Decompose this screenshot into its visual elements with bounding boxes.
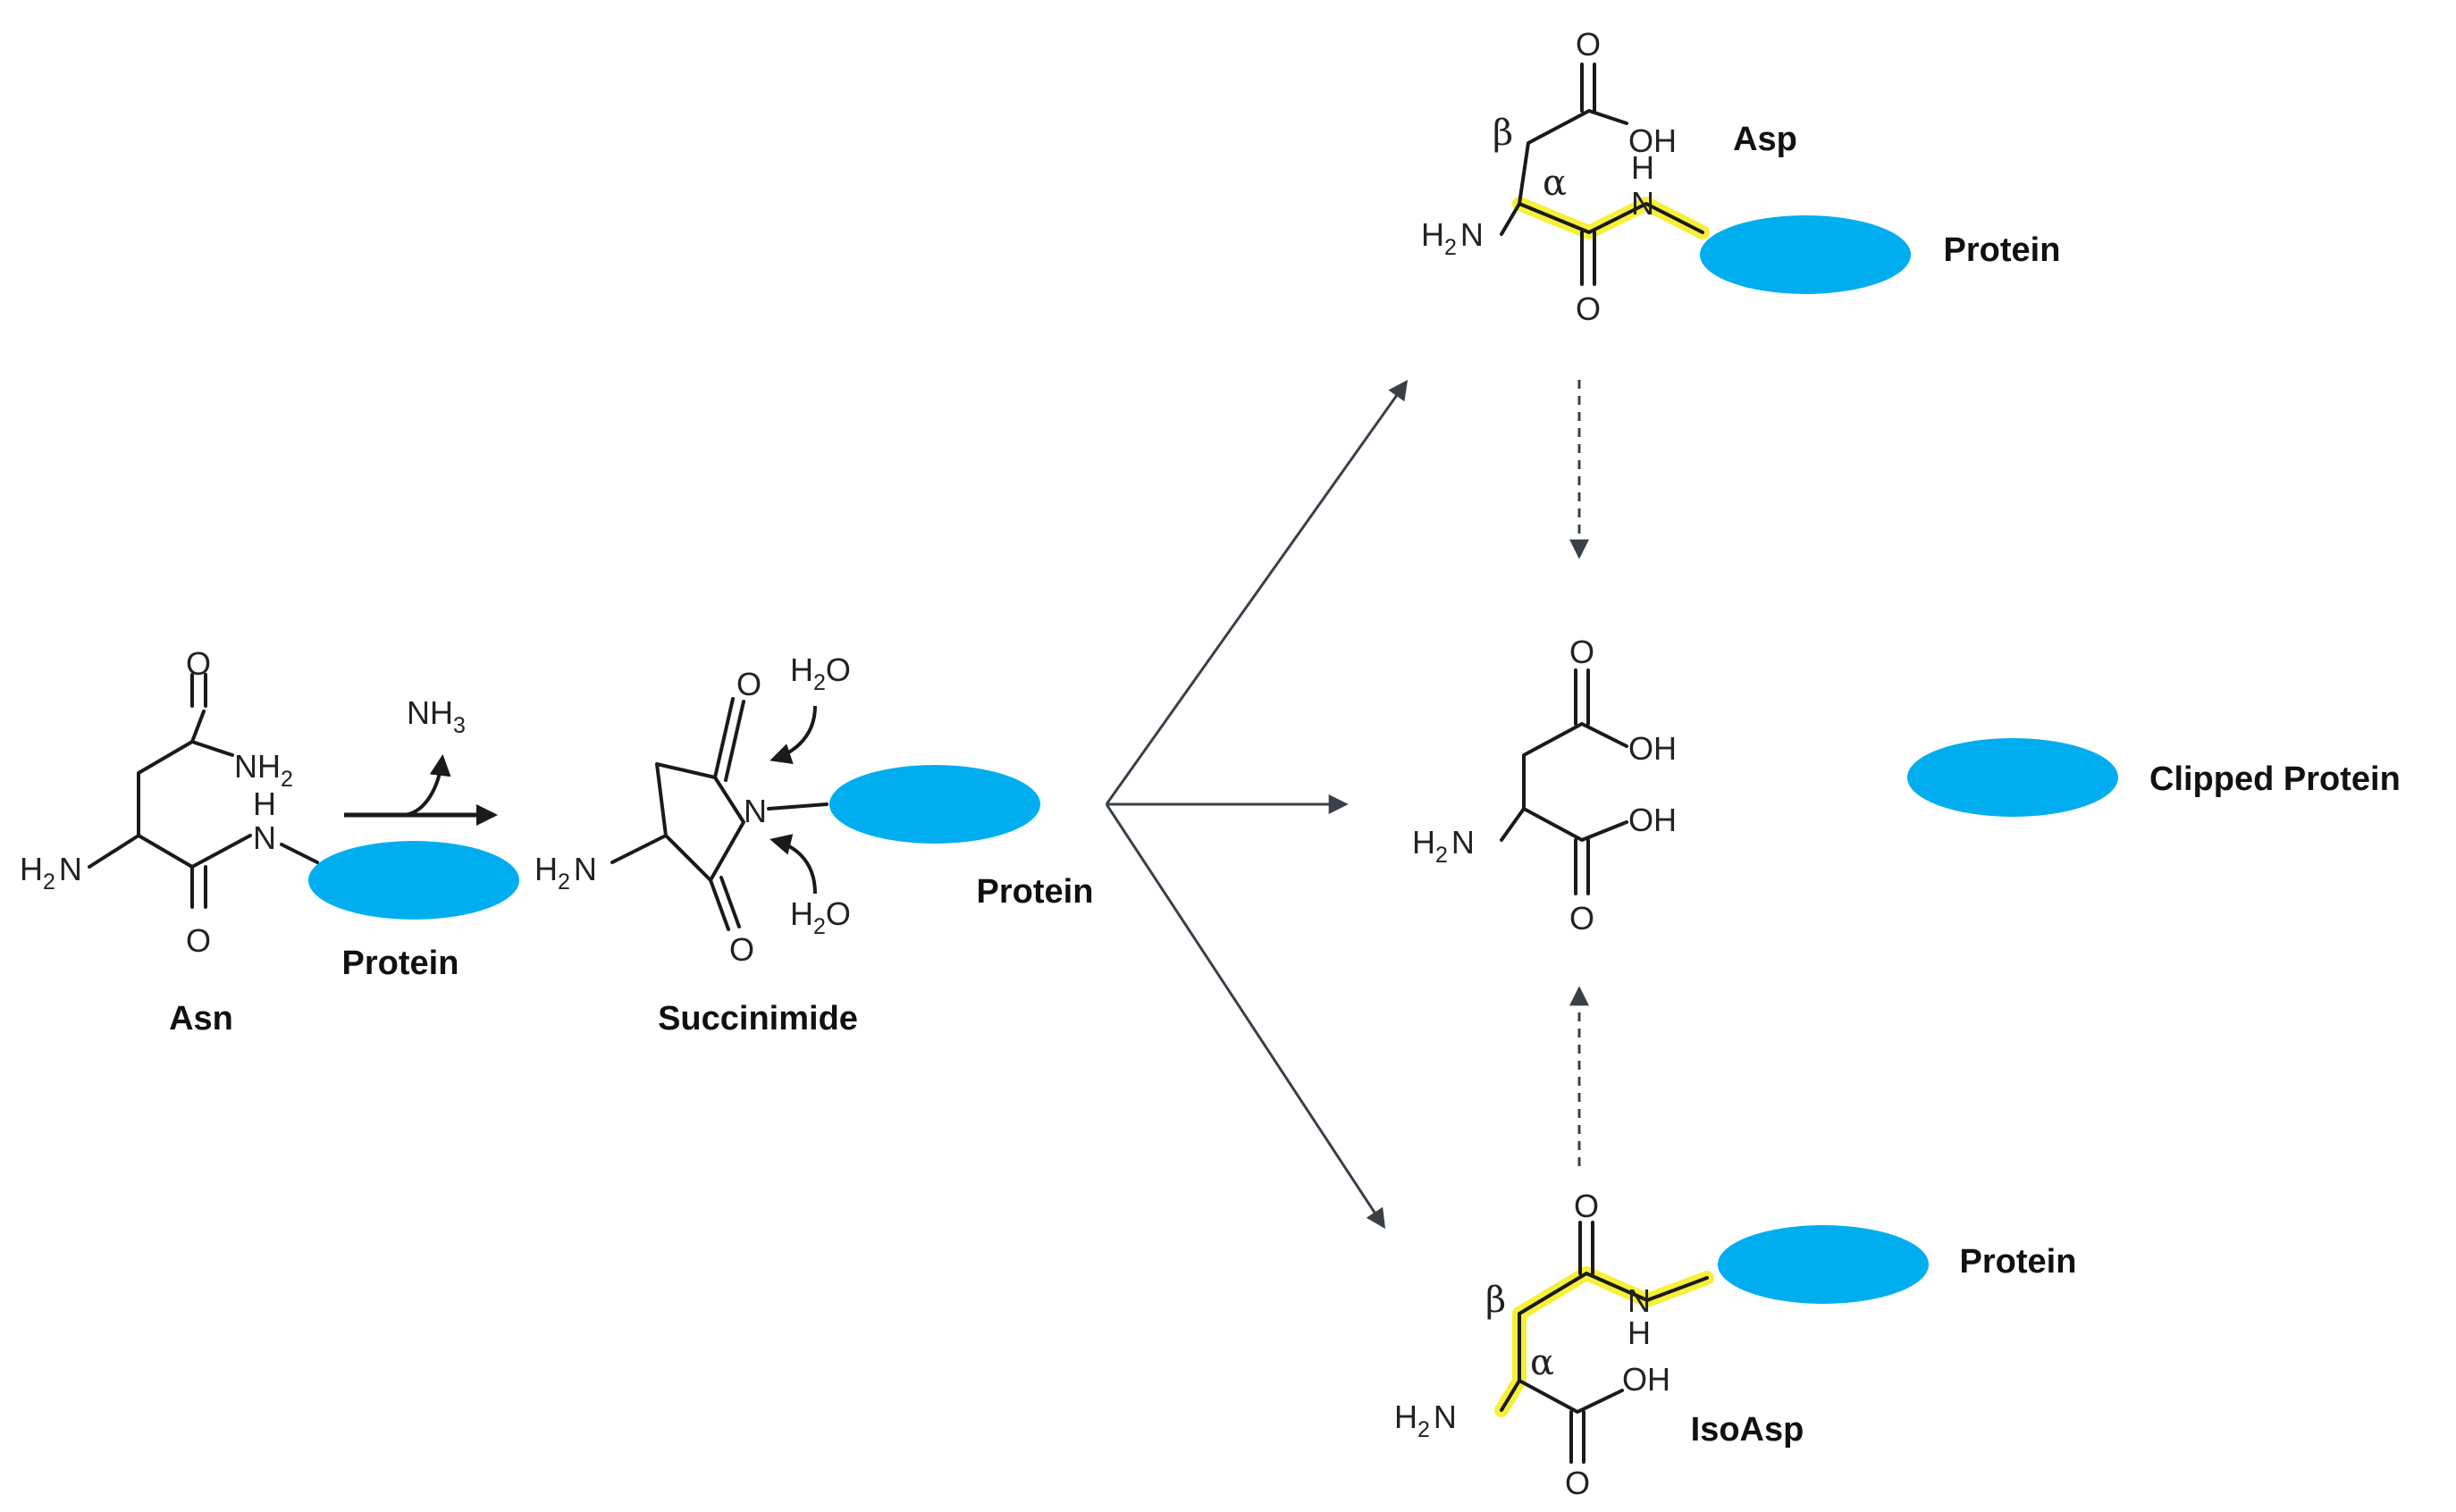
clipped-h2n-sub: 2 bbox=[1435, 843, 1448, 868]
asn-nh2-amide: NH2 bbox=[234, 748, 293, 792]
succinimide-label: Succinimide bbox=[658, 1000, 858, 1037]
h2o-bottom-sub: 2 bbox=[813, 914, 826, 939]
succ-o-bottom: O bbox=[729, 931, 754, 968]
clipped-protein-oval bbox=[1907, 738, 2118, 817]
h2o-top-h: H bbox=[790, 651, 813, 688]
nh3-text: NH bbox=[407, 694, 453, 731]
isoasp-oh: OH bbox=[1622, 1361, 1670, 1398]
isoasp-h2n-sub: 2 bbox=[1417, 1417, 1430, 1442]
isoasp-label: IsoAsp bbox=[1691, 1411, 1804, 1449]
succ-h2n-n: N bbox=[574, 851, 597, 887]
asn-n-amide: N bbox=[253, 819, 276, 856]
arrow-to-isoasp bbox=[1105, 803, 1386, 1230]
nh3-sub: 3 bbox=[453, 713, 466, 738]
h2o-bottom-o: O bbox=[826, 895, 851, 932]
arrow-to-asp bbox=[1105, 380, 1409, 805]
h2o-bottom: H2O bbox=[790, 895, 851, 939]
h2o-bottom-attack-arrow bbox=[770, 834, 817, 895]
isoasp-protein-label: Protein bbox=[1960, 1243, 2077, 1281]
asn-nh2-text: NH bbox=[234, 748, 281, 785]
asn-o-bottom: O bbox=[186, 922, 211, 959]
asn-label: Asn bbox=[169, 1000, 233, 1037]
asn-h2n-n: N bbox=[59, 851, 82, 887]
asp-protein-oval bbox=[1700, 215, 1911, 294]
asn-h: H bbox=[253, 785, 276, 822]
asp-oh: OH bbox=[1628, 122, 1677, 159]
isoasp-n: N bbox=[1628, 1282, 1651, 1319]
deamidation-arrow: NH3 bbox=[344, 694, 498, 826]
isoasp-h: H bbox=[1628, 1315, 1651, 1351]
asn-h2n-h: H bbox=[20, 851, 43, 887]
isoasp-alpha: α bbox=[1530, 1342, 1554, 1383]
clipped-o-bottom: O bbox=[1569, 900, 1594, 937]
clipped-h2n-n: N bbox=[1451, 824, 1475, 861]
asp-alpha: α bbox=[1543, 163, 1567, 204]
clipped-h2n-h: H bbox=[1412, 824, 1435, 861]
succ-h2n-h: H bbox=[534, 851, 558, 887]
clipped-o-top: O bbox=[1569, 634, 1594, 670]
asp-n: N bbox=[1631, 185, 1654, 222]
hydrolysis-arrows bbox=[1105, 380, 1589, 1230]
h2o-top: H2O bbox=[790, 651, 851, 695]
asp-protein-label: Protein bbox=[1944, 231, 2061, 269]
h2o-top-sub: 2 bbox=[813, 670, 826, 695]
succ-o-top: O bbox=[736, 666, 761, 702]
isoasp-o-top: O bbox=[1574, 1188, 1599, 1224]
h2o-top-o: O bbox=[826, 651, 851, 688]
asn-nh2-sub: 2 bbox=[281, 767, 293, 792]
succ-protein-label: Protein bbox=[977, 873, 1094, 911]
clipped-oh-top: OH bbox=[1628, 730, 1677, 767]
succ-h2n-sub: 2 bbox=[558, 869, 570, 895]
isoasp-h2n-n: N bbox=[1434, 1399, 1457, 1435]
asn-h2n-sub: 2 bbox=[43, 869, 55, 895]
isoasp-o-bottom: O bbox=[1565, 1465, 1590, 1501]
h2o-bottom-h: H bbox=[790, 895, 813, 932]
asp-o-top: O bbox=[1576, 26, 1601, 63]
succ-n: N bbox=[744, 793, 767, 829]
succ-protein-oval bbox=[829, 765, 1040, 844]
isoasp-protein-oval bbox=[1718, 1225, 1929, 1304]
asp-beta: β bbox=[1493, 113, 1513, 154]
asp-h2n-h: H bbox=[1421, 216, 1444, 253]
asp-label: Asp bbox=[1733, 121, 1797, 158]
asn-o-top: O bbox=[186, 645, 211, 682]
asp-h2n-sub: 2 bbox=[1444, 235, 1457, 260]
nh3-label: NH3 bbox=[407, 694, 466, 738]
h2o-top-attack-arrow bbox=[770, 705, 817, 765]
isoasp-h2n-h: H bbox=[1394, 1399, 1417, 1435]
clipped-oh-bottom: OH bbox=[1628, 802, 1677, 838]
asp-o-bottom: O bbox=[1576, 290, 1601, 327]
asp-h2n-n: N bbox=[1460, 216, 1484, 253]
asp-h: H bbox=[1631, 149, 1654, 186]
asn-protein-oval bbox=[308, 841, 519, 920]
asn-protein-label: Protein bbox=[342, 945, 459, 982]
clipped-protein-label: Clipped Protein bbox=[2149, 760, 2401, 798]
isoasp-beta: β bbox=[1485, 1280, 1506, 1321]
